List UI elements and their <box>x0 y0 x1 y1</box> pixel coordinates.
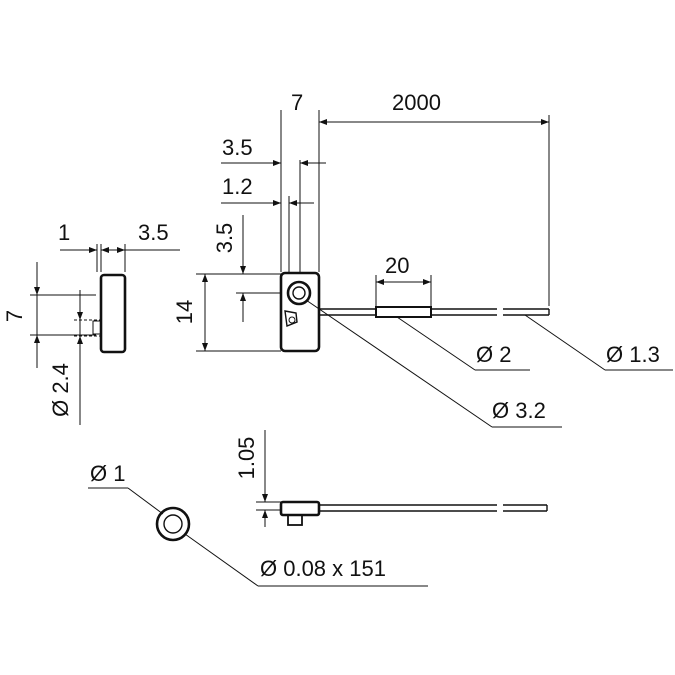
dim-dia-1-3: Ø 1.3 <box>606 342 660 367</box>
fiber-section-outer <box>155 506 191 542</box>
dim-3-5-top: 3.5 <box>222 135 253 160</box>
dim-1-left: 1 <box>58 220 70 245</box>
side-view-body <box>99 273 127 354</box>
fiber-section-inner <box>163 514 183 534</box>
dim-7-top: 7 <box>291 90 303 115</box>
front-view-hole-inner <box>292 286 306 300</box>
dim-dia-2-4: Ø 2.4 <box>48 363 73 417</box>
dim-3-5-vert: 3.5 <box>212 223 237 254</box>
dim-20: 20 <box>385 253 409 278</box>
side-view: 1 3.5 7 Ø 2.4 <box>2 220 180 425</box>
dim-1-05: 1.05 <box>234 437 259 480</box>
dim-dia-0-08: Ø 0.08 x 151 <box>260 556 386 581</box>
dim-7-left: 7 <box>2 310 27 322</box>
dim-14: 14 <box>172 300 197 324</box>
dim-dia-3-2: Ø 3.2 <box>492 398 546 423</box>
fiber-section: Ø 1 Ø 0.08 x 151 <box>88 461 428 587</box>
dim-dia-1: Ø 1 <box>90 461 125 486</box>
front-view-hole-outer <box>286 280 312 306</box>
fiber-sleeve <box>375 306 432 318</box>
side-view-stub <box>92 320 102 335</box>
bottom-view: 1.05 <box>234 430 548 527</box>
dim-1-2: 1.2 <box>222 174 253 199</box>
dim-2000: 2000 <box>392 90 441 115</box>
bottom-view-body <box>279 500 321 517</box>
dim-dia-2: Ø 2 <box>476 342 511 367</box>
front-view: 7 2000 3.5 1.2 3.5 14 <box>172 90 673 428</box>
dim-3-5-left: 3.5 <box>138 220 169 245</box>
